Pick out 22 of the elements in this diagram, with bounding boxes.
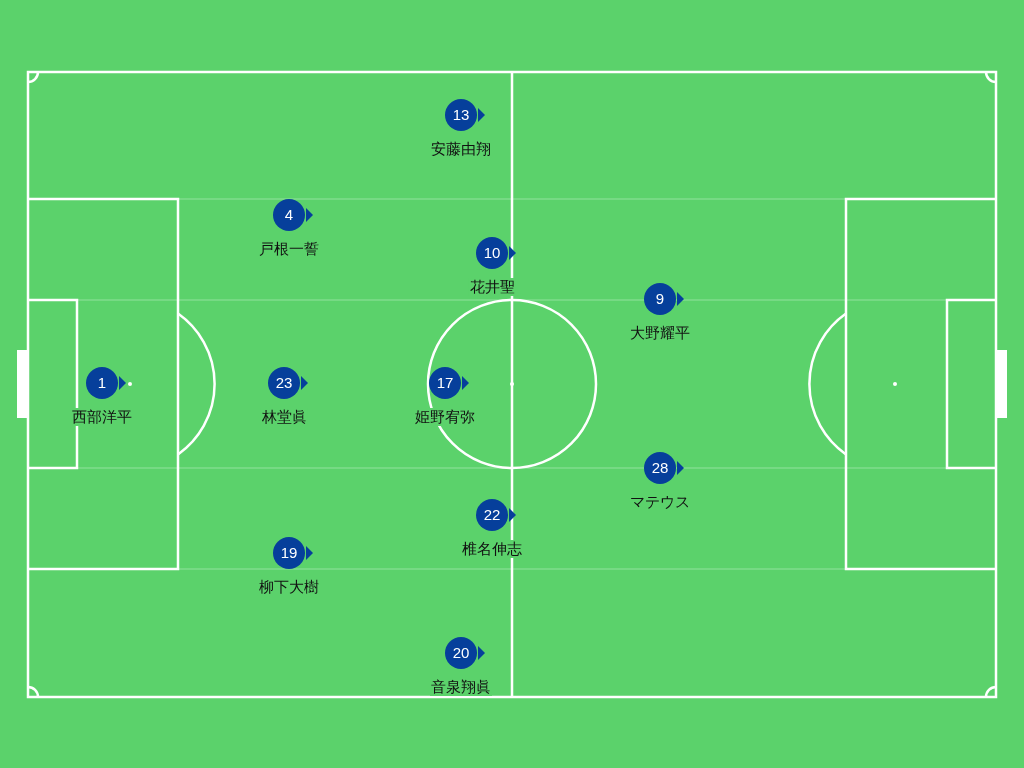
player-name: 安藤由翔 [430, 140, 492, 158]
player-number-badge: 10 [476, 237, 508, 269]
player-name: 花井聖 [468, 278, 516, 296]
player-number-badge: 20 [445, 637, 477, 669]
player-number-badge: 1 [86, 367, 118, 399]
player-number-badge: 4 [273, 199, 305, 231]
player-number-badge: 13 [445, 99, 477, 131]
player-number-badge: 9 [644, 283, 676, 315]
player-name: 椎名伸志 [461, 540, 523, 558]
player-number-badge: 19 [273, 537, 305, 569]
player-number-badge: 23 [268, 367, 300, 399]
player-name: 柳下大樹 [258, 578, 320, 596]
player-name: マテウス [629, 493, 691, 511]
player-name: 姫野宥弥 [414, 408, 476, 426]
player-number-badge: 17 [429, 367, 461, 399]
player-name: 戸根一誓 [258, 240, 320, 258]
player-name: 音泉翔眞 [430, 678, 492, 696]
player-number-badge: 28 [644, 452, 676, 484]
player-name: 大野耀平 [629, 324, 691, 342]
player-number-badge: 22 [476, 499, 508, 531]
player-name: 西部洋平 [71, 408, 133, 426]
player-name: 林堂眞 [260, 408, 308, 426]
